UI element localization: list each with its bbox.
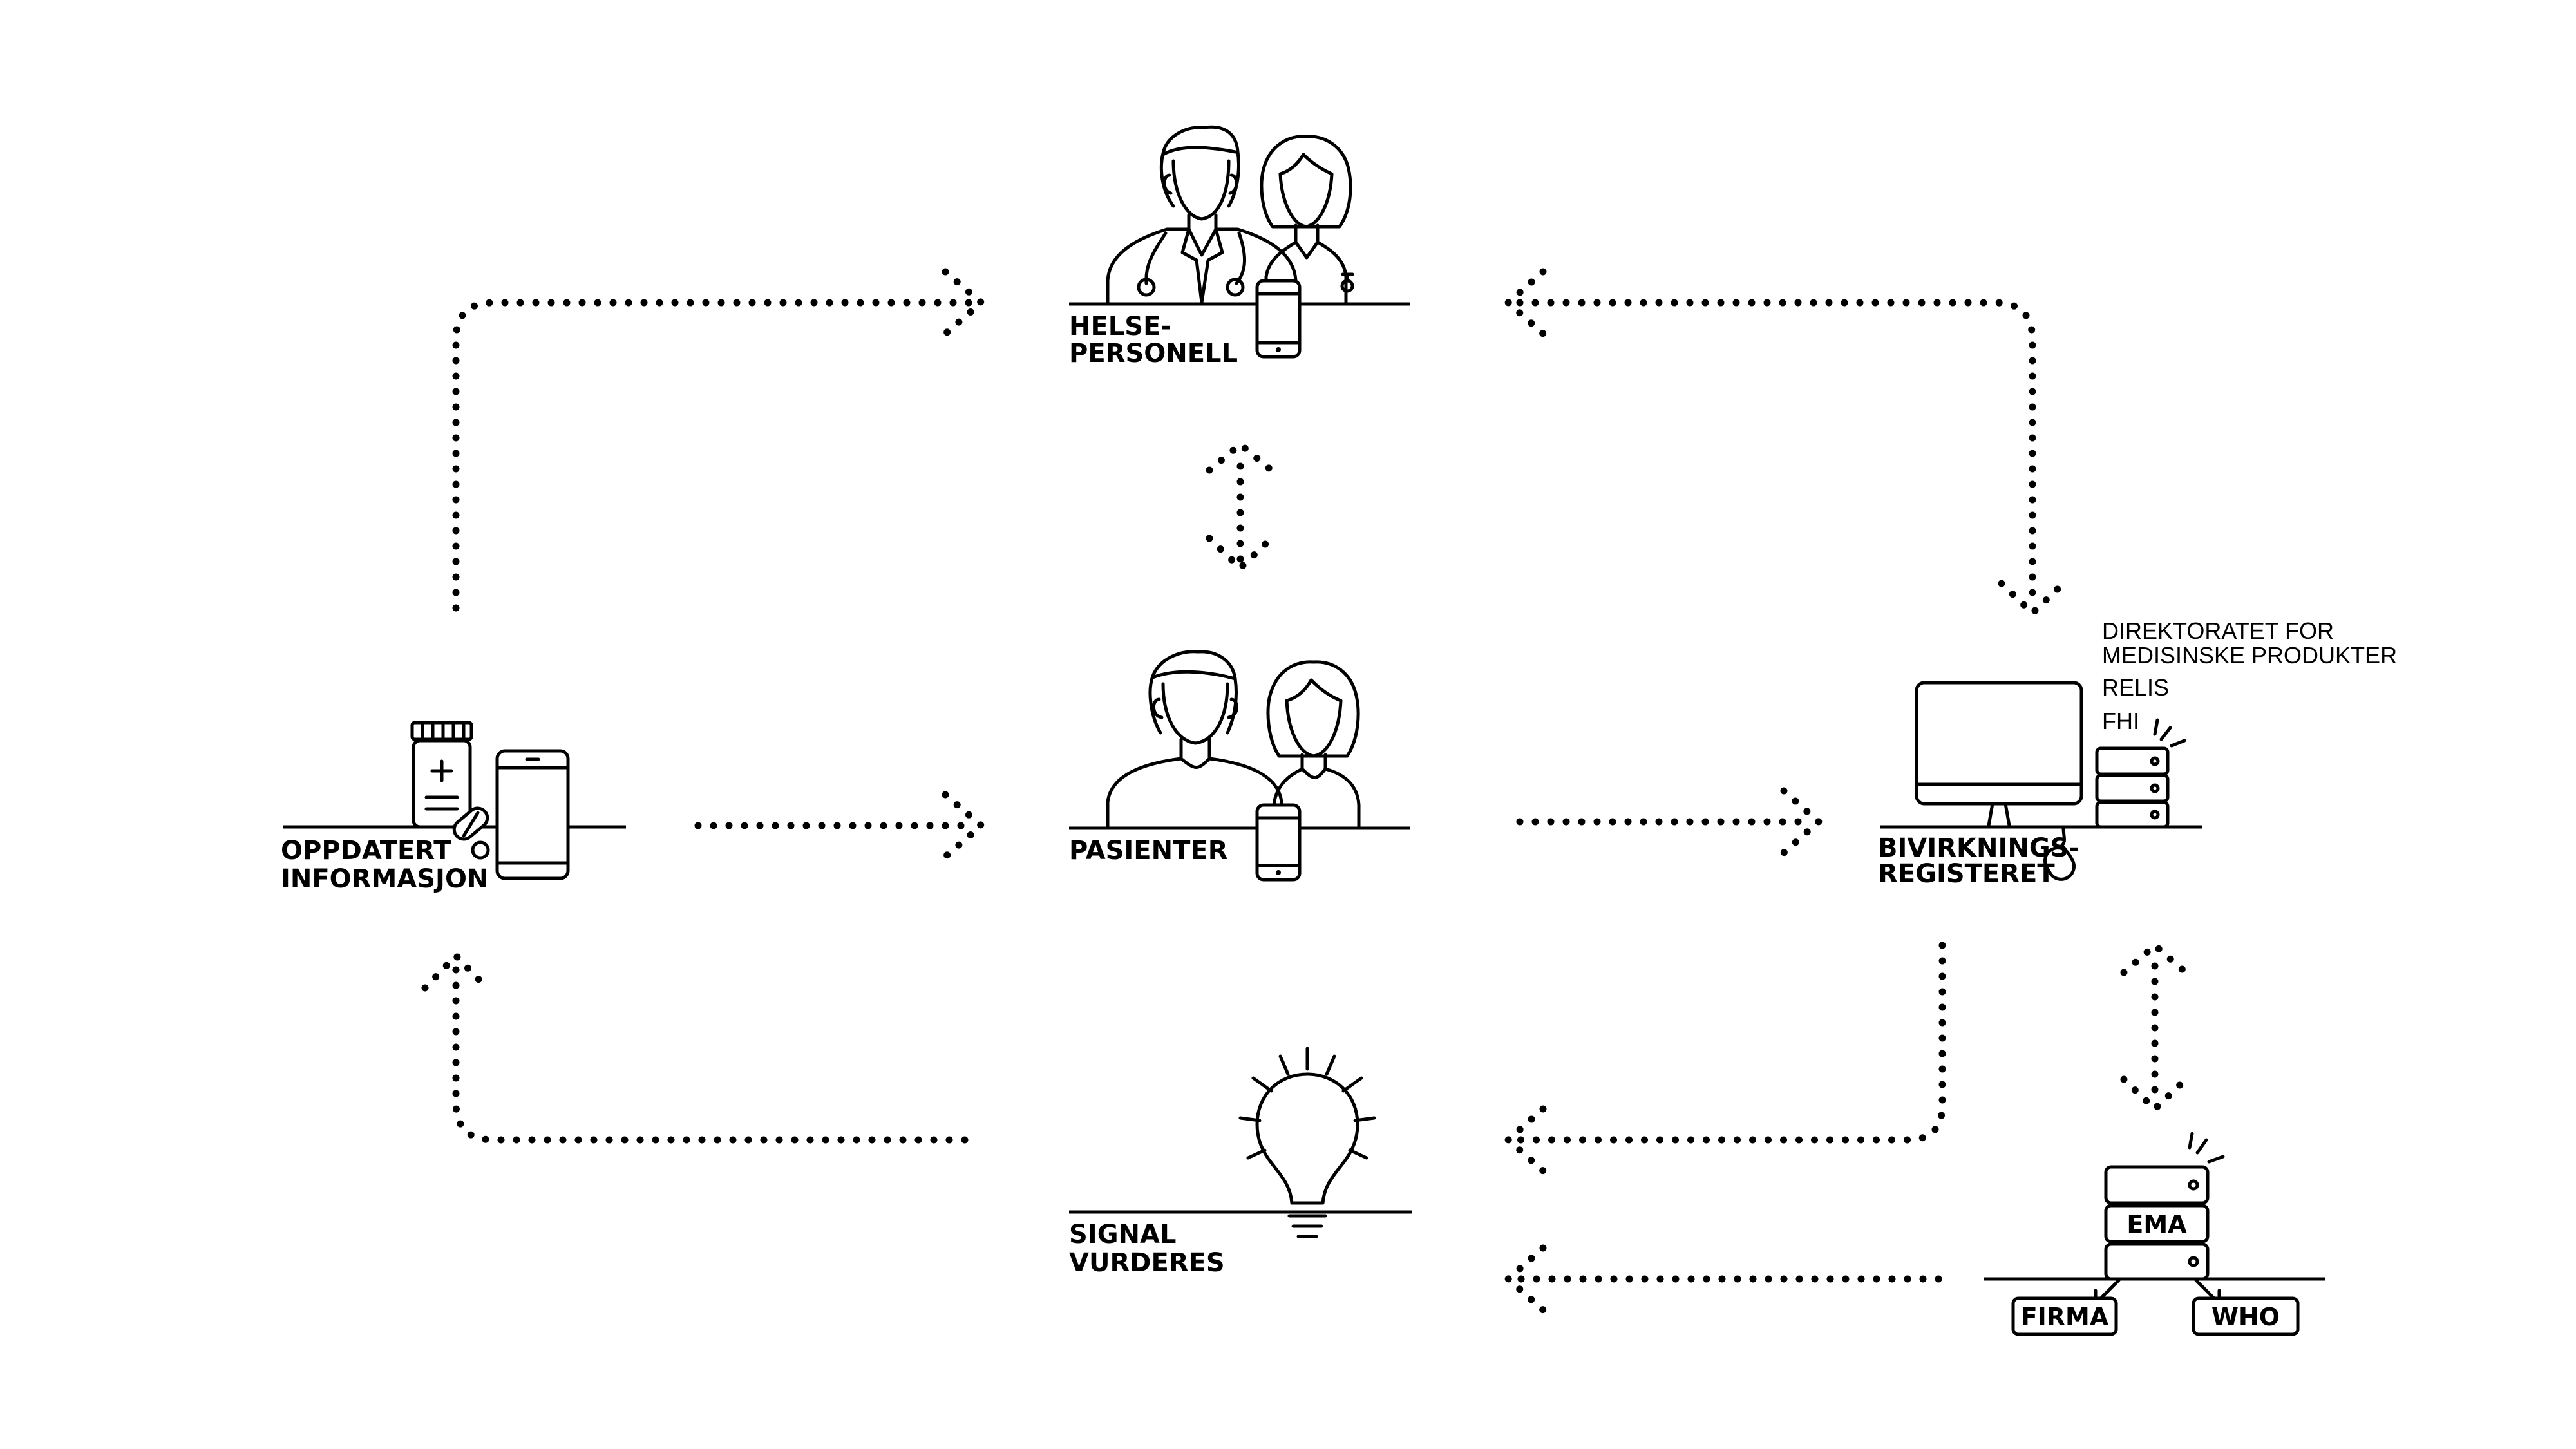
who-label: WHO [2211, 1303, 2280, 1331]
node-oppdatert-informasjon: OPPDATERT INFORMASJON [281, 721, 626, 894]
ema-server-icon: EMA [2104, 1132, 2225, 1281]
firma-label: FIRMA [2021, 1303, 2109, 1331]
lightbulb-icon [1238, 1046, 1376, 1238]
node-bivirkningsregisteret: DIREKTORATET FOR MEDISINSKE PRODUKTER RE… [1878, 618, 2397, 889]
patient-woman-icon [1266, 660, 1361, 829]
edge-oppdatert-to-pasienter [694, 791, 985, 860]
computer-monitor-icon [1915, 681, 2083, 828]
medicine-bottle-icon [410, 721, 473, 829]
register-info-fhi: FHI [2102, 708, 2139, 734]
tablet-icon [495, 749, 570, 880]
register-info-relis: RELIS [2102, 674, 2169, 701]
mouse-icon [2043, 826, 2076, 881]
patient-man-icon [1106, 650, 1283, 829]
edge-bivirkningsregisteret-to-signal [1504, 942, 1946, 1175]
firma-box: FIRMA [2011, 1296, 2118, 1336]
bivirkningsregisteret-label-line1: BIVIRKNINGS- [1878, 833, 2079, 863]
pills-icon [452, 806, 490, 860]
pasienter-label: PASIENTER [1069, 836, 1228, 866]
signal-label-line1: SIGNAL [1069, 1220, 1176, 1249]
helsepersonell-label-line1: HELSE- [1069, 312, 1171, 341]
edge-ema-to-signal [1504, 1244, 1942, 1314]
signal-label-line2: VURDERES [1069, 1248, 1225, 1278]
edge-bivirkningsregisteret-ema [2120, 942, 2190, 1113]
oppdatert-label-line2: INFORMASJON [281, 864, 488, 894]
helsepersonell-label-line2: PERSONELL [1069, 339, 1238, 368]
phone-icon [1255, 803, 1302, 882]
server-icon [2095, 718, 2186, 829]
node-signal-vurderes: SIGNAL VURDERES [1069, 1046, 1412, 1278]
edge-oppdatert-to-helsepersonell [452, 268, 985, 612]
edge-helsepersonell-pasienter [1206, 440, 1275, 572]
node-helsepersonell: HELSE- PERSONELL [1069, 125, 1410, 368]
register-info-dmp-line2: MEDISINSKE PRODUKTER [2102, 642, 2397, 668]
node-pasienter: PASIENTER [1069, 650, 1410, 882]
bivirkningsregisteret-label-line2: REGISTERET [1878, 859, 2055, 889]
doctor-icon [1106, 125, 1298, 305]
nurse-icon [1260, 135, 1354, 305]
oppdatert-label-line1: OPPDATERT [281, 836, 451, 866]
edge-helsepersonell-bivirkningsregisteret [1504, 268, 2067, 617]
edge-signal-to-oppdatert [421, 952, 969, 1144]
register-info-dmp-line1: DIREKTORATET FOR [2102, 618, 2334, 644]
edge-pasienter-to-bivirkningsregisteret [1516, 787, 1823, 857]
node-ema: EMA FIRMA WHO [1984, 1132, 2325, 1336]
who-box: WHO [2192, 1296, 2300, 1336]
ema-label: EMA [2126, 1210, 2187, 1238]
phone-icon [1255, 279, 1302, 359]
